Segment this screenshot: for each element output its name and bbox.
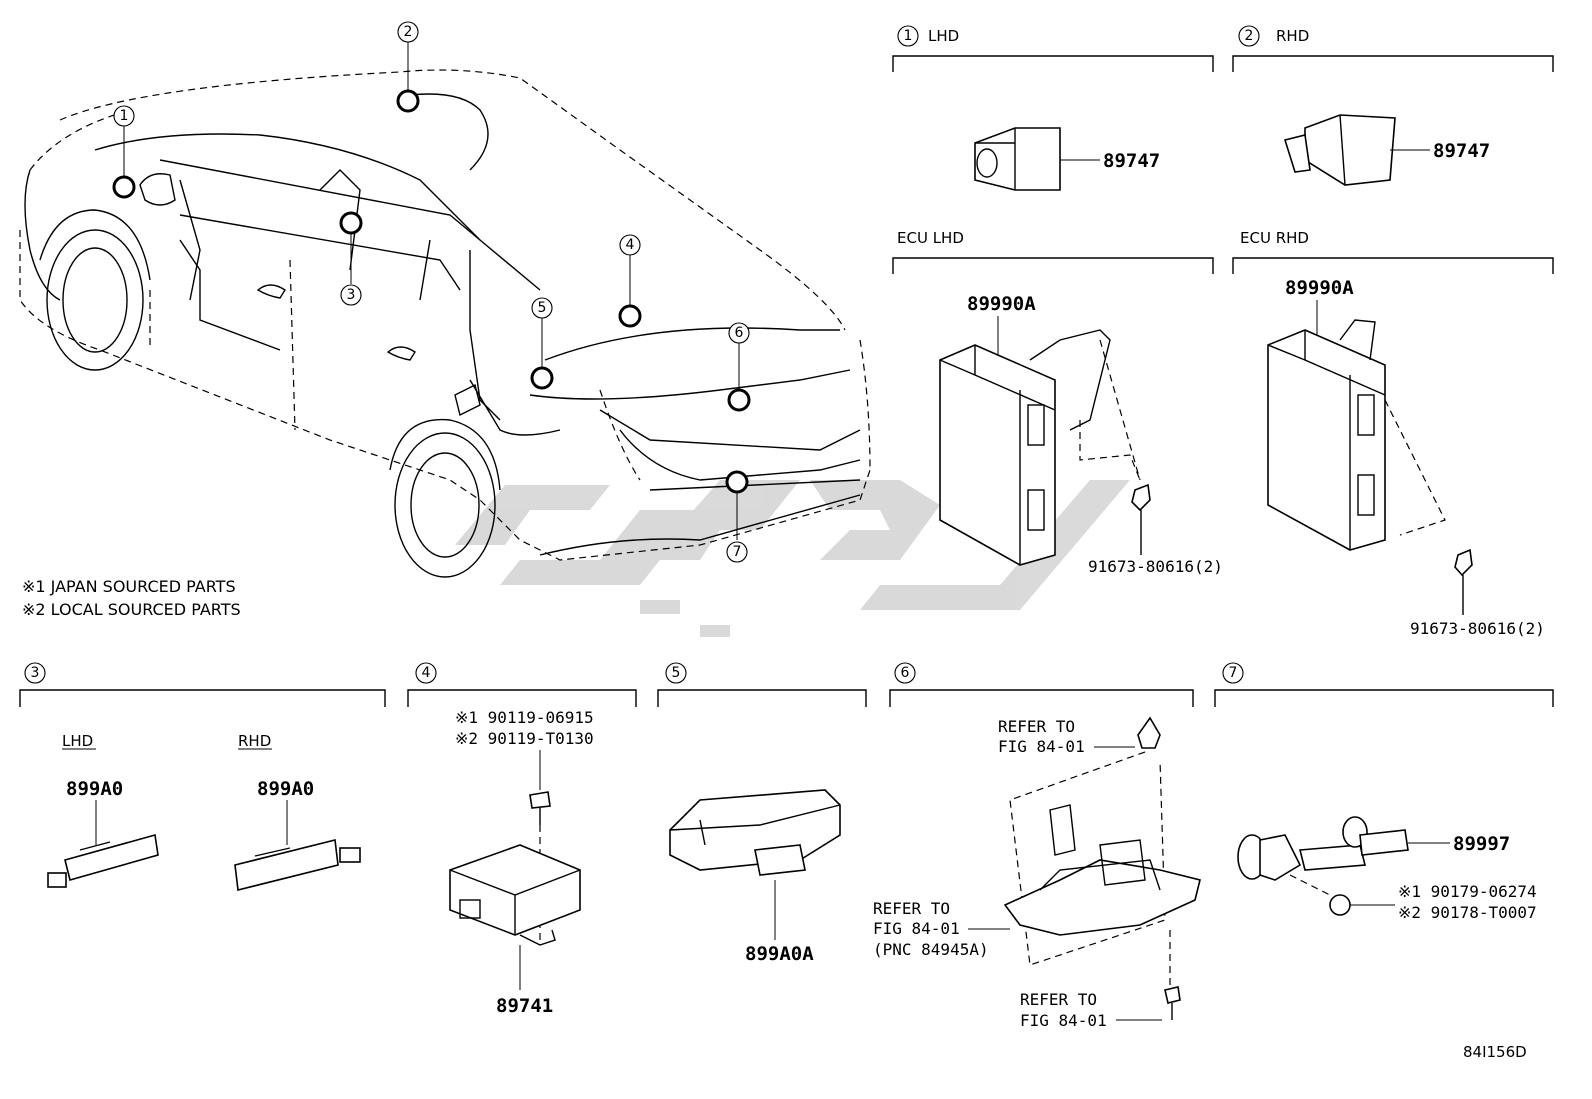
car-illustration [19,69,871,578]
diagram-id: 84I156D [1463,1043,1527,1061]
ref-bot-line1: REFER TO [1020,990,1097,1009]
clip-90178-T0007: ※2 90178-T0007 [1398,903,1537,922]
section-4: 4 ※1 90119-06915 ※2 90119-T0130 89741 [407,662,637,1017]
section-6: 6 REFER TO FIG 84-01 REFER TO FIG 84-01 … [873,662,1201,1030]
part-899A0A: 899A0A [745,943,814,965]
section-7: 7 89997 ※1 90179-06274 ※2 90178-T0007 [1214,662,1554,922]
ref-left-line2: FIG 84-01 [873,919,960,938]
part-89997: 89997 [1453,833,1510,855]
part-899A0-rhd: 899A0 [257,778,314,800]
callout-4-car: 4 [626,237,635,253]
callout-5-car: 5 [538,300,547,316]
lhd-label: LHD [62,732,93,750]
section-3: 3 LHD RHD 899A0 899A0 [19,662,386,891]
section-ecu-rhd: ECU RHD 89990A 91673-80616(2) [1232,229,1554,638]
callout-7-car: 7 [733,544,742,560]
svg-text:4: 4 [422,665,431,681]
callout-3-car: 3 [347,287,356,303]
section-ecu-lhd: ECU LHD 89990A 91673-80616(2) [892,229,1223,576]
ref-left-line1: REFER TO [873,899,950,918]
part-89990A-lhd: 89990A [967,293,1036,315]
part-89990A-rhd: 89990A [1285,277,1354,299]
bolt-90119-T0130: ※2 90119-T0130 [455,729,594,748]
callout-6-car: 6 [735,325,744,341]
part-89747-lhd: 89747 [1103,150,1160,172]
rhd-label: RHD [238,732,271,750]
section-2-rhd: 2 RHD 89747 [1232,25,1554,186]
bolt-90119-06915: ※1 90119-06915 [455,708,594,727]
callout-1-car: 1 [120,108,129,124]
section-1-lhd: 1 LHD 89747 [892,25,1214,191]
svg-text:3: 3 [31,665,40,681]
section-1-title: LHD [928,27,959,45]
callout-2-car: 2 [404,24,413,40]
ref-top-line2: FIG 84-01 [998,737,1085,756]
section-2-title: RHD [1276,27,1309,45]
bolt-91673-lhd: 91673-80616(2) [1088,557,1223,576]
svg-text:2: 2 [1245,28,1254,44]
note-japan-sourced: ※1 JAPAN SOURCED PARTS [22,577,236,596]
svg-text:5: 5 [672,665,681,681]
part-89747-rhd: 89747 [1433,140,1490,162]
svg-text:1: 1 [904,28,913,44]
ref-left-line3: (PNC 84945A) [873,940,989,959]
svg-text:6: 6 [901,665,910,681]
part-899A0-lhd: 899A0 [66,778,123,800]
clip-90179-06274: ※1 90179-06274 [1398,882,1537,901]
ecu-lhd-title: ECU LHD [897,229,964,247]
ref-bot-line2: FIG 84-01 [1020,1011,1107,1030]
svg-text:7: 7 [1229,665,1238,681]
ref-top-line1: REFER TO [998,717,1075,736]
car-callouts: 1 2 3 4 5 6 7 [112,21,751,563]
part-89741: 89741 [496,995,553,1017]
section-5: 5 899A0A [657,662,867,965]
bolt-91673-rhd: 91673-80616(2) [1410,619,1545,638]
note-local-sourced: ※2 LOCAL SOURCED PARTS [22,600,241,619]
ecu-rhd-title: ECU RHD [1240,229,1309,247]
